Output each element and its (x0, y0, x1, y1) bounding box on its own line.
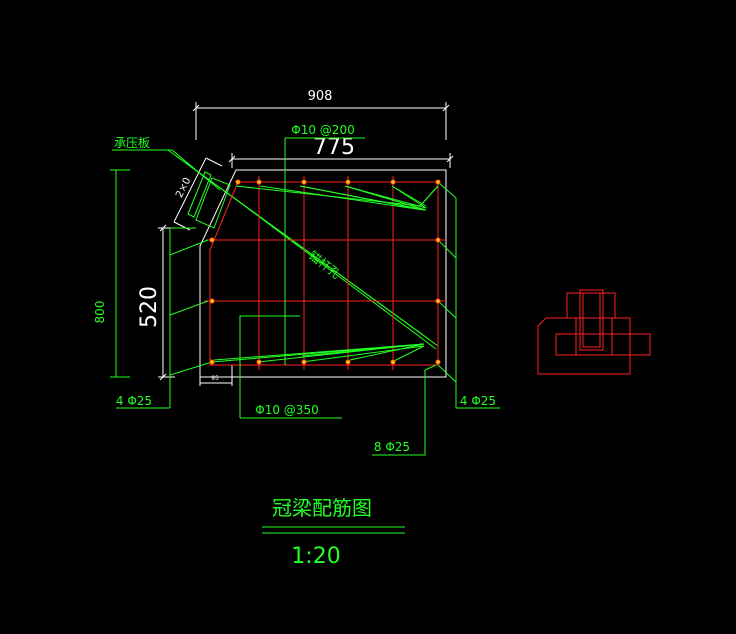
rebar-dot (345, 179, 351, 185)
rebar-dot (209, 237, 215, 243)
rebar-dot (301, 359, 307, 365)
dimension-inner (228, 153, 454, 168)
stirrups (211, 185, 439, 363)
label-left-bars: 4 Φ25 (116, 394, 152, 408)
label-stirrup-bottom: Φ10 @350 (255, 403, 318, 417)
label-stirrup-top: Φ10 @200 (291, 123, 354, 137)
rebar-dots (209, 179, 441, 365)
dimension-left-outer (110, 169, 130, 378)
anchor-hole-label: 锚杆孔 (306, 247, 344, 281)
rebar-dot (435, 237, 441, 243)
dim-inner-width: 775 (313, 135, 355, 160)
side-detail (537, 289, 651, 375)
rebar-dot (435, 359, 441, 365)
rebar-dot (390, 179, 396, 185)
rebar-dot (209, 359, 215, 365)
label-middle-bars: 8 Φ25 (374, 440, 410, 454)
dimension-top (192, 102, 450, 140)
drawing-title: 冠梁配筋图 (272, 496, 372, 520)
rebar-dot (256, 179, 262, 185)
rebar-dot (390, 359, 396, 365)
rebar-dot (301, 179, 307, 185)
title-underline (262, 526, 405, 534)
dim-bottom-offset: 95 (211, 375, 219, 382)
label-bearing-plate: 承压板 (114, 136, 150, 150)
dim-top-width: 908 (308, 89, 333, 104)
leader-lines (112, 137, 500, 456)
rebar-dot (256, 359, 262, 365)
rebar-dot (345, 359, 351, 365)
bearing-plate (187, 171, 231, 229)
dim-left-height: 800 (93, 301, 107, 324)
anchor-hole (167, 149, 439, 350)
rebar-dot (209, 298, 215, 304)
rebar-dot (435, 298, 441, 304)
beam-outline (199, 169, 447, 378)
rebar-dot (435, 179, 441, 185)
dimension-plate (173, 157, 223, 231)
rebar-dot (235, 179, 241, 185)
label-right-bars: 4 Φ25 (460, 394, 496, 408)
dim-inner-height: 520 (137, 286, 162, 328)
rebar-cage (204, 176, 446, 370)
drawing-scale: 1:20 (291, 544, 340, 569)
